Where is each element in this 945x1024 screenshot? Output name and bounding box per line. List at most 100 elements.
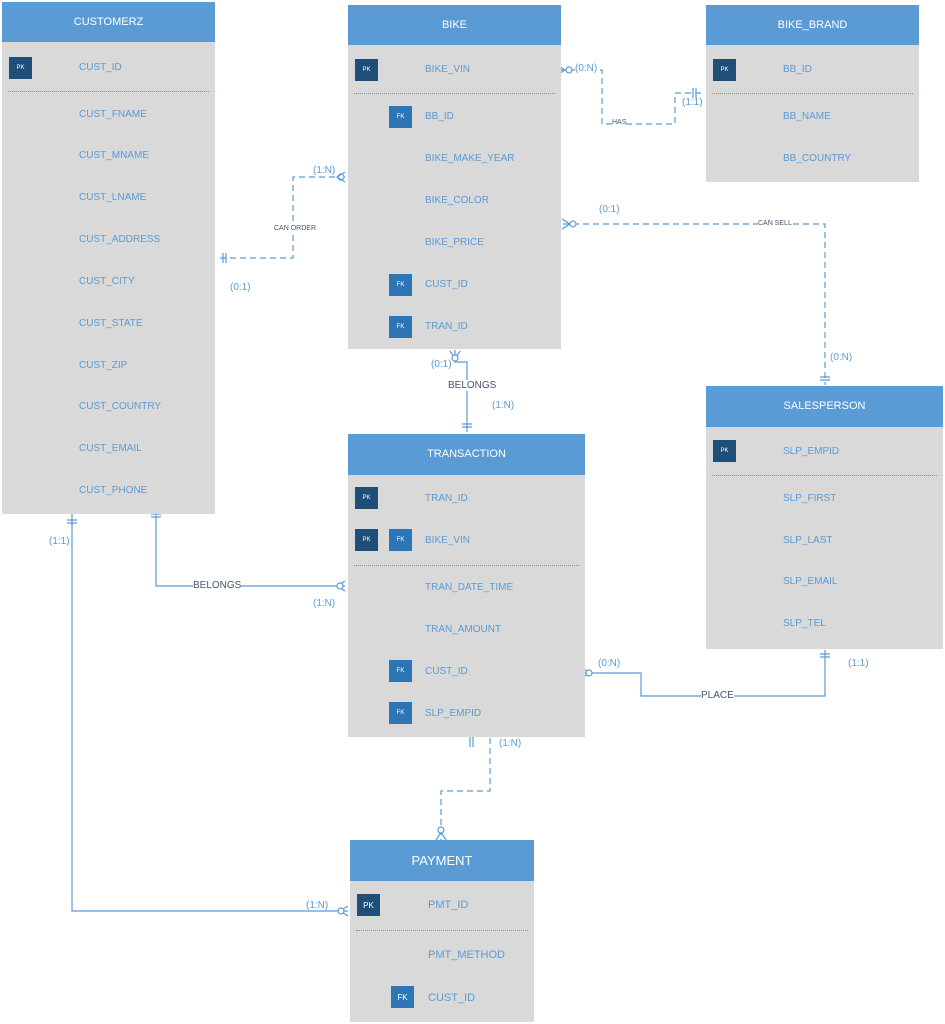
attr: BIKE_PRICE [425, 237, 484, 248]
entity-bike-brand[interactable]: BIKE_BRAND PK BB_ID BB_NAME BB_COUNTRY [706, 5, 919, 182]
rel-can-sell-line [563, 223, 826, 385]
card-has-bike: (0:N) [575, 63, 598, 74]
rel-can-order-line [220, 176, 345, 259]
attr: CUST_EMAIL [79, 443, 142, 454]
marker-crowfoot [335, 171, 346, 183]
separator [8, 91, 209, 92]
attr: SLP_FIRST [783, 493, 837, 504]
marker-circle [565, 66, 573, 74]
fk-badge: FK [391, 986, 414, 1008]
attr: CUST_ID [425, 666, 468, 677]
attr: BB_NAME [783, 111, 831, 122]
marker-bar [462, 423, 472, 428]
attr: CUST_MNAME [79, 150, 150, 161]
marker-circle [336, 582, 344, 590]
attr: BB_COUNTRY [783, 153, 852, 164]
card-can-sell-salesperson: (0:N) [830, 352, 853, 363]
rel-tran-payment-line [440, 738, 491, 840]
attr: CUST_FNAME [79, 109, 147, 120]
attr: TRAN_ID [425, 321, 468, 332]
entity-customerz[interactable]: CUSTOMERZ PK CUST_ID CUST_FNAME CUST_MNA… [2, 2, 215, 514]
attr: CUST_ZIP [79, 360, 128, 371]
attr: CUST_CITY [79, 276, 135, 287]
attr: BIKE_MAKE_YEAR [425, 153, 515, 164]
entity-title: BIKE_BRAND [706, 5, 919, 45]
separator [712, 93, 913, 94]
entity-title: TRANSACTION [348, 434, 585, 475]
rel-has-label: HAS [612, 119, 627, 126]
attr: PMT_METHOD [428, 949, 505, 961]
attr: CUST_ADDRESS [79, 234, 161, 245]
separator [356, 930, 528, 931]
separator [354, 93, 555, 94]
attr: TRAN_AMOUNT [425, 624, 502, 635]
entity-title: BIKE [348, 5, 561, 45]
marker-bar [67, 519, 77, 524]
fk-badge: FK [389, 106, 412, 128]
attr: CUST_ID [428, 992, 476, 1004]
marker-circle [451, 354, 459, 362]
card-belongs-bike: (0:1) [431, 359, 452, 370]
pk-badge: PK [355, 529, 378, 551]
rel-belongs-bike-tran-line [454, 350, 468, 432]
entity-transaction[interactable]: TRANSACTION PK TRAN_ID PK FK BIKE_VIN TR… [348, 434, 585, 737]
pk-badge: PK [713, 440, 736, 462]
entity-bike[interactable]: BIKE PK BIKE_VIN FK BB_ID BIKE_MAKE_YEAR… [348, 5, 561, 349]
card-place-salesperson: (1:1) [848, 658, 869, 669]
marker-bar [222, 253, 227, 263]
attr: BB_ID [425, 111, 454, 122]
attr-key: BIKE_VIN [425, 64, 471, 75]
marker-bar [820, 653, 830, 658]
attr: CUST_PHONE [79, 485, 148, 496]
attr-key: SLP_EMPID [783, 446, 840, 457]
rel-belongs-cust-tran-label: BELONGS [193, 580, 242, 591]
card-cust-payment-payment: (1:N) [306, 900, 329, 911]
card-belongs-tran: (1:N) [492, 400, 515, 411]
fk-badge: FK [389, 660, 412, 682]
attr-key: PMT_ID [428, 899, 469, 911]
card-can-sell-bike: (0:1) [599, 204, 620, 215]
marker-circle [337, 907, 345, 915]
marker-bar [469, 737, 474, 747]
entity-payment[interactable]: PAYMENT PK PMT_ID PMT_METHOD FK CUST_ID [350, 840, 534, 1022]
marker-circle [585, 669, 593, 677]
attr: BIKE_COLOR [425, 195, 489, 206]
card-can-order-customer: (0:1) [230, 282, 251, 293]
fk-badge: FK [389, 274, 412, 296]
entity-title: SALESPERSON [706, 386, 943, 427]
entity-title: PAYMENT [350, 840, 534, 881]
card-belongs-cust-tran: (1:N) [313, 598, 336, 609]
attr: CUST_ID [425, 279, 468, 290]
card-cust-payment-customer: (1:1) [49, 536, 70, 547]
card-has-brand: (1:1) [682, 97, 703, 108]
rel-belongs-cust-tran-line [155, 512, 345, 587]
entity-salesperson[interactable]: SALESPERSON PK SLP_EMPID SLP_FIRST SLP_L… [706, 386, 943, 649]
marker-bar [820, 376, 830, 381]
attr: TRAN_DATE_TIME [425, 582, 514, 593]
rel-belongs-bike-tran-label: BELONGS [448, 380, 497, 391]
pk-badge: PK [713, 59, 736, 81]
entity-title: CUSTOMERZ [2, 2, 215, 42]
rel-place-label: PLACE [701, 690, 734, 701]
attr-key: TRAN_ID [425, 493, 468, 504]
attr-key: BIKE_VIN [425, 535, 471, 546]
card-tran-payment: (1:N) [499, 738, 522, 749]
rel-place-line [582, 650, 826, 697]
marker-bar [151, 513, 161, 518]
rel-can-sell-label: CAN SELL [758, 220, 792, 227]
fk-badge: FK [389, 702, 412, 724]
attr: SLP_LAST [783, 535, 833, 546]
pk-badge: PK [355, 487, 378, 509]
attr: SLP_TEL [783, 618, 826, 629]
marker-bar [692, 88, 697, 98]
separator [712, 475, 937, 476]
card-place-tran: (0:N) [598, 658, 621, 669]
pk-badge: PK [9, 57, 32, 79]
fk-badge: FK [389, 529, 412, 551]
pk-badge: PK [355, 59, 378, 81]
fk-badge: FK [389, 316, 412, 338]
attr: CUST_COUNTRY [79, 401, 162, 412]
card-can-order-bike: (1:N) [313, 165, 336, 176]
attr: CUST_STATE [79, 318, 143, 329]
